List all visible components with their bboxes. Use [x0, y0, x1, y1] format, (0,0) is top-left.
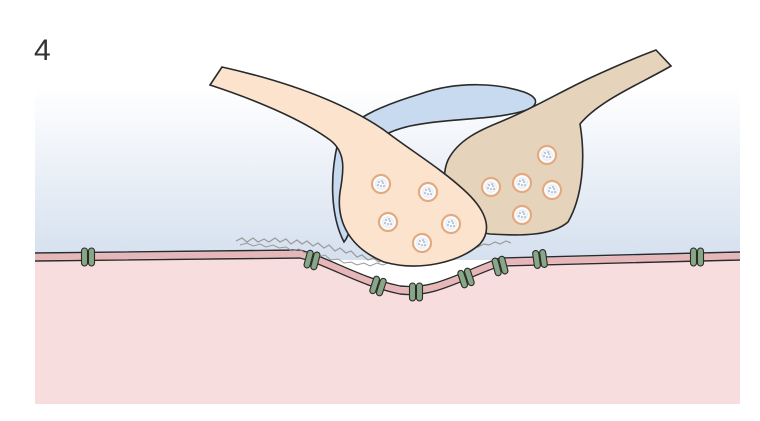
- receptor: [369, 275, 387, 297]
- sarcolemma-outer: [34, 249, 741, 288]
- receptor: [689, 247, 705, 267]
- receptor: [457, 267, 475, 289]
- sarcolemma-band: [34, 250, 741, 294]
- schwann-cell: [331, 83, 537, 244]
- receptor: [532, 249, 548, 269]
- synaptic-vesicle: [541, 179, 563, 201]
- sarcolemma-inner: [34, 257, 741, 296]
- synaptic-vesicle: [511, 204, 533, 226]
- receptor: [303, 249, 321, 271]
- panel-label: 4: [34, 34, 51, 67]
- receptor: [491, 255, 509, 277]
- synaptic-vesicle: [480, 176, 502, 198]
- acetylcholine-receptors: [80, 247, 705, 302]
- receptor: [408, 282, 424, 302]
- receptor: [80, 247, 96, 267]
- synaptic-vesicles: [370, 144, 563, 254]
- muscle-fiber: [35, 254, 740, 404]
- synaptic-vesicle: [417, 181, 439, 203]
- synaptic-vesicle: [377, 211, 399, 233]
- synaptic-vesicle: [411, 232, 433, 254]
- synaptic-vesicle: [536, 144, 558, 166]
- axon-terminal-left: [208, 66, 488, 267]
- synaptic-vesicle: [440, 213, 462, 235]
- synaptic-vesicle: [511, 172, 533, 194]
- synaptic-vesicle: [370, 173, 392, 195]
